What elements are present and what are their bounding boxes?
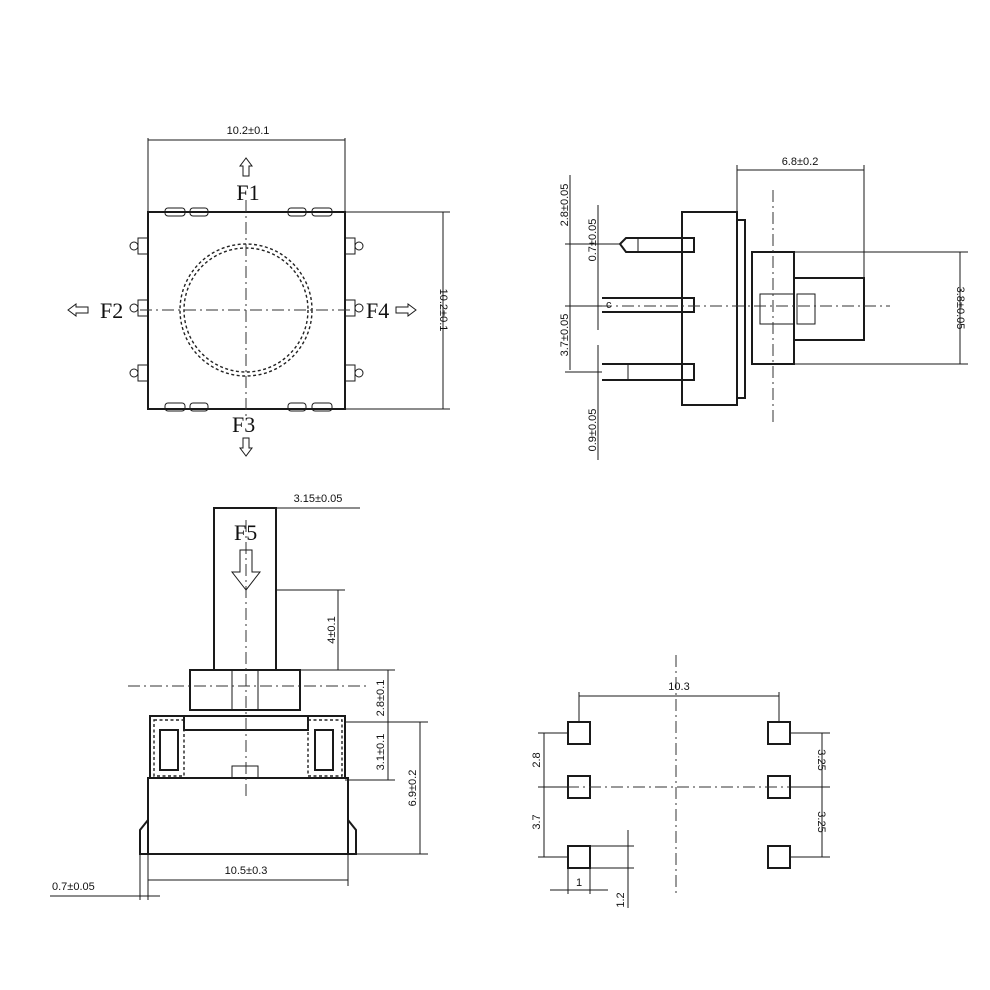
side-pin-label: c (606, 299, 612, 311)
left-upper-dim: 2.8 (531, 752, 543, 767)
footprint-view: 10.3 2.8 3.7 3.25 3.25 1 1.2 (531, 655, 830, 908)
side-view: c 6.8±0.2 3.8±0.05 2.8±0.05 0.7±0.05 3.7… (559, 156, 968, 460)
right-upper-dim: 3.25 (815, 749, 827, 770)
arrow-down-icon (239, 437, 253, 457)
side-pin-top (618, 237, 695, 253)
pad-bottom-left (567, 845, 591, 869)
top-notch-1 (164, 207, 186, 217)
side-body (681, 211, 738, 406)
arrow-up-icon (239, 157, 253, 177)
arrow-right-icon (395, 303, 417, 317)
front-body-height-dim: 3.1±0.1 (375, 734, 387, 771)
front-base (147, 777, 349, 855)
bottom-notch-2 (189, 402, 209, 412)
bottom-notch-4 (311, 402, 333, 412)
top-view: 10.2±0.1 10.2±0.1 F1 F2 F3 F4 (67, 125, 450, 457)
side-dim-bottom: 0.9±0.05 (587, 409, 599, 452)
pad-width-dim: 1 (576, 877, 582, 889)
right-lower-dim: 3.25 (815, 811, 827, 832)
side-dim-top: 2.8±0.05 (559, 184, 571, 227)
front-stem-width-dim: 3.15±0.05 (294, 493, 343, 505)
pad-height-dim: 1.2 (615, 892, 627, 907)
pad-top-right (767, 721, 791, 745)
side-dim-pin: 0.7±0.05 (587, 219, 599, 262)
pad-spacing-dim: 10.3 (668, 681, 689, 693)
front-base-width-dim: 10.5±0.3 (225, 865, 268, 877)
front-total-height-dim: 6.9±0.2 (407, 770, 419, 807)
force-f4-label: F4 (366, 298, 389, 323)
force-f3-label: F3 (232, 412, 255, 437)
front-cap-height-dim: 2.8±0.1 (375, 680, 387, 717)
top-notch-2 (189, 207, 209, 217)
pad-bottom-right (767, 845, 791, 869)
top-height-dim: 10.2±0.1 (437, 289, 449, 332)
top-notch-3 (287, 207, 307, 217)
force-f1-label: F1 (236, 180, 259, 205)
front-cap (189, 669, 301, 711)
bottom-notch-1 (164, 402, 186, 412)
force-f5-label: F5 (234, 520, 257, 545)
side-width-dim: 6.8±0.2 (782, 156, 819, 168)
side-dim-mid: 3.7±0.05 (559, 314, 571, 357)
side-knob-cap (793, 277, 865, 341)
front-pin-thickness-dim: 0.7±0.05 (52, 881, 95, 893)
side-pin-bottom (602, 363, 695, 381)
right-terminals (344, 237, 364, 382)
arrow-press-icon (230, 549, 262, 591)
pad-top-left (567, 721, 591, 745)
left-terminals (129, 237, 149, 382)
front-stem-height-dim: 4±0.1 (326, 616, 338, 643)
side-right-dim: 3.8±0.05 (954, 287, 966, 330)
force-f2-label: F2 (100, 298, 123, 323)
front-view: F5 3.15±0.05 4±0.1 2.8±0.1 3.1±0.1 6.9±0… (50, 493, 428, 900)
top-width-dim: 10.2±0.1 (227, 125, 270, 137)
left-lower-dim: 3.7 (531, 814, 543, 829)
arrow-left-icon (67, 303, 89, 317)
top-notch-4 (311, 207, 333, 217)
side-pin-mid (602, 297, 695, 313)
bottom-notch-3 (287, 402, 307, 412)
